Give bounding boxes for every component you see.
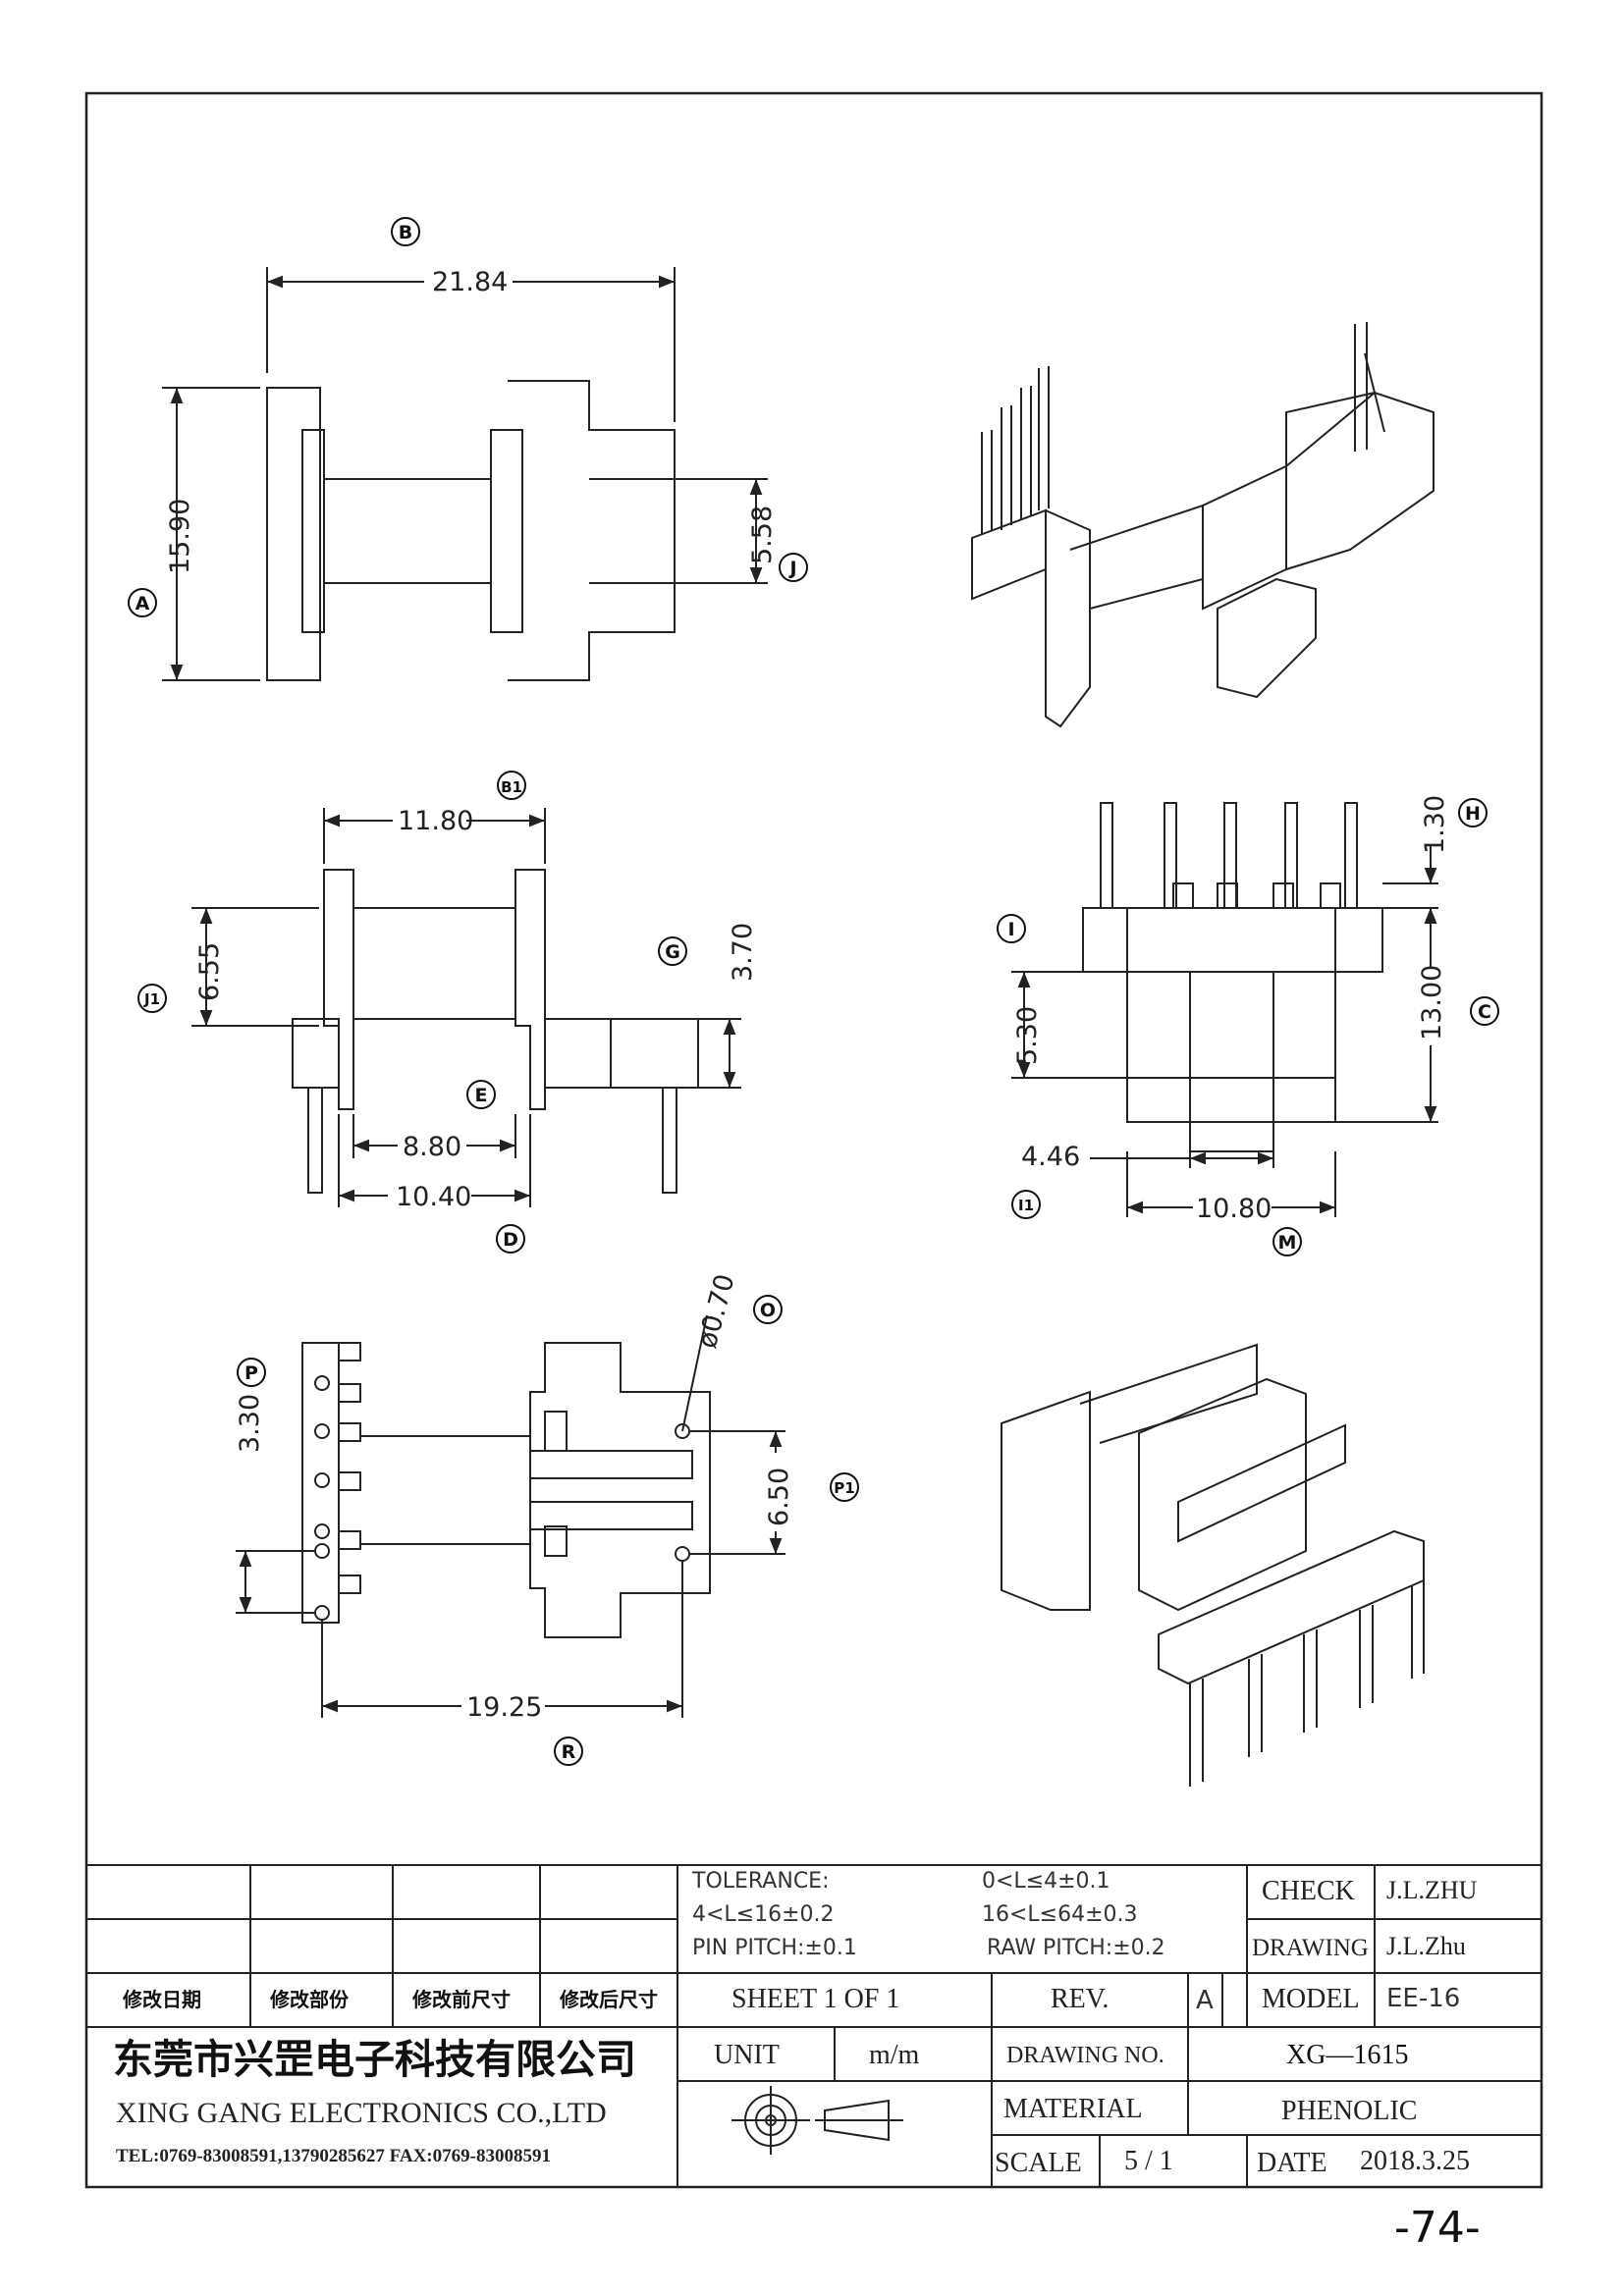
label-m: M — [1278, 1232, 1297, 1254]
isometric-view-bottom — [1001, 1343, 1425, 1787]
drawing-no-value: XG—1615 — [1286, 2040, 1409, 2070]
label-b1: B1 — [501, 778, 522, 796]
revision-after-header: 修改后尺寸 — [560, 1988, 658, 2011]
dim-r: 19.25 — [466, 1692, 542, 1723]
front-view — [162, 267, 768, 681]
company-name-cn: 东莞市兴罡电子科技有限公司 — [113, 2036, 636, 2083]
dim-m: 10.80 — [1196, 1194, 1272, 1224]
sheet-info: SHEET 1 OF 1 — [731, 1984, 900, 2014]
company-contact: TEL:0769-83008591,13790285627 FAX:0769-8… — [116, 2146, 551, 2166]
check-value: J.L.ZHU — [1386, 1876, 1478, 1904]
dim-o: ø0.70 — [692, 1271, 741, 1352]
projection-symbol-icon — [731, 2086, 903, 2155]
dim-a: 15.90 — [165, 499, 195, 574]
dim-j1: 6.55 — [194, 942, 225, 1001]
drawing-value: J.L.Zhu — [1386, 1932, 1466, 1960]
label-i: I — [1007, 919, 1014, 940]
dim-j: 5.58 — [747, 506, 778, 564]
date-value: 2018.3.25 — [1360, 2146, 1470, 2176]
drawing-label: DRAWING — [1252, 1935, 1369, 1961]
revision-part-header: 修改部份 — [270, 1988, 349, 2011]
title-block-grid — [86, 1864, 1542, 2187]
bottom-view — [236, 1314, 785, 1718]
label-p1: P1 — [834, 1479, 854, 1497]
label-p: P — [244, 1362, 258, 1384]
scale-label: SCALE — [995, 2148, 1082, 2178]
label-r: R — [562, 1741, 576, 1763]
dim-i: 5.30 — [1012, 1006, 1043, 1065]
tolerance-range-3: 16<L≤64±0.3 — [982, 1902, 1138, 1927]
reference-label-texts: B A J B1 J1 G E D H I C I1 M O P P1 R — [135, 222, 1491, 1763]
scale-value: 5 / 1 — [1124, 2146, 1173, 2176]
model-label: MODEL — [1262, 1984, 1360, 2014]
dim-i1: 4.46 — [1021, 1142, 1080, 1172]
label-b: B — [399, 222, 412, 243]
material-value: PHENOLIC — [1281, 2096, 1418, 2126]
side-view — [191, 808, 741, 1207]
dim-d: 10.40 — [396, 1182, 471, 1212]
label-c: C — [1478, 1001, 1491, 1023]
check-label: CHECK — [1262, 1876, 1355, 1906]
dim-p: 3.30 — [235, 1394, 265, 1453]
company-name-en: XING GANG ELECTRONICS CO.,LTD — [116, 2097, 607, 2129]
label-i1: I1 — [1018, 1197, 1034, 1214]
dim-e: 8.80 — [403, 1132, 461, 1162]
model-value: EE-16 — [1386, 1984, 1461, 2013]
revision-before-header: 修改前尺寸 — [412, 1988, 511, 2011]
material-label: MATERIAL — [1003, 2094, 1143, 2124]
end-view — [1011, 802, 1438, 1217]
label-g: G — [665, 941, 680, 963]
label-e: E — [475, 1085, 488, 1106]
drawing-border — [84, 91, 1543, 2189]
unit-value: m/m — [869, 2040, 920, 2070]
tolerance-label: TOLERANCE: — [692, 1869, 830, 1894]
tolerance-range-1: 0<L≤4±0.1 — [982, 1869, 1110, 1894]
reference-labels — [128, 217, 1499, 1766]
dim-h: 1.30 — [1420, 795, 1450, 854]
label-j: J — [787, 558, 796, 579]
drawing-no-label: DRAWING NO. — [1006, 2043, 1164, 2068]
label-d: D — [503, 1229, 518, 1251]
dim-g: 3.70 — [728, 923, 758, 982]
label-j1: J1 — [143, 990, 160, 1008]
rev-value: A — [1196, 1986, 1214, 2015]
pin-pitch: PIN PITCH:±0.1 — [692, 1936, 857, 1960]
isometric-view-top — [971, 322, 1435, 728]
dim-c: 13.00 — [1417, 965, 1447, 1041]
page-number: -74- — [1394, 2203, 1481, 2253]
revision-date-header: 修改日期 — [123, 1988, 201, 2011]
dim-b1: 11.80 — [398, 806, 473, 836]
date-label: DATE — [1257, 2148, 1327, 2178]
label-h: H — [1465, 803, 1481, 825]
raw-pitch: RAW PITCH:±0.2 — [987, 1936, 1165, 1960]
dimension-texts: 21.84 15.90 5.58 11.80 6.55 3.70 8.80 10… — [165, 265, 1450, 1723]
tolerance-range-2: 4<L≤16±0.2 — [692, 1902, 835, 1927]
unit-label: UNIT — [714, 2040, 780, 2070]
label-a: A — [135, 593, 150, 614]
label-o: O — [760, 1300, 776, 1321]
dim-b: 21.84 — [432, 267, 508, 297]
rev-label: REV. — [1051, 1984, 1110, 2014]
dim-p1: 6.50 — [764, 1468, 794, 1526]
